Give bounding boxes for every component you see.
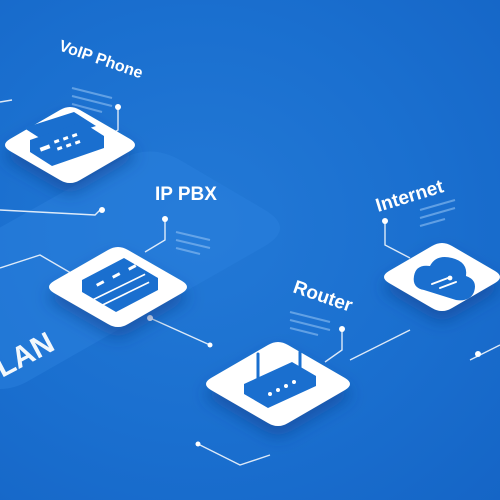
node-label-ip-pbx: IP PBX [155, 184, 217, 205]
connector-internet-right [469, 344, 500, 361]
connector-internet-leader [384, 222, 411, 259]
node-ip-pbx[interactable]: IP PBX [49, 184, 217, 327]
node-internet[interactable]: Internet [373, 176, 500, 311]
node-router[interactable]: Router [206, 277, 356, 426]
cloud-icon [413, 257, 475, 301]
placeholder-lines [71, 87, 456, 336]
connector-router-leader [324, 330, 343, 363]
router-icon [244, 350, 316, 408]
connector-dots [99, 104, 481, 447]
connector-phone-to-pbx [0, 209, 101, 216]
connector-router-down [199, 444, 271, 466]
pbx-server-icon [82, 258, 158, 312]
desk-phone-icon [24, 112, 104, 166]
connector-top-left [0, 99, 13, 103]
node-label-internet: Internet [373, 176, 446, 217]
connector-router-to-internet [349, 329, 411, 361]
connector-pbx-leader [144, 220, 166, 253]
node-label-router: Router [290, 277, 355, 317]
node-label-voip-phone: VoIP Phone [57, 38, 145, 83]
connector-pbx-to-router [149, 317, 211, 346]
